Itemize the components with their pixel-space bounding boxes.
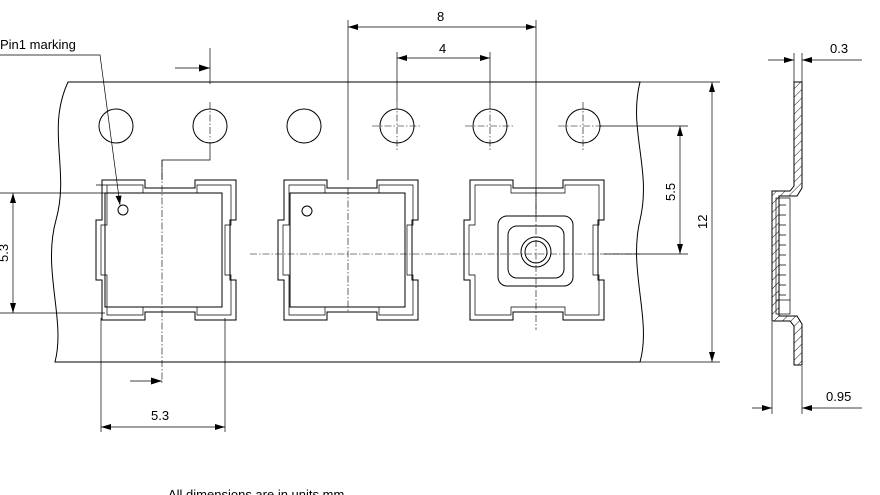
dim-5-3-h-label: 5.3	[151, 408, 169, 423]
feed-markers	[130, 48, 211, 385]
pin1-dot	[301, 205, 313, 217]
dim-5-5: 5.5	[600, 125, 688, 255]
sprocket-hole	[286, 108, 322, 144]
dim-12: 12	[640, 81, 720, 363]
pocket-3	[463, 179, 605, 321]
sprocket-holes	[98, 102, 604, 150]
dim-12-label: 12	[695, 215, 710, 229]
pocket-2	[277, 179, 419, 321]
dim-5-3-v-label: 5.3	[0, 244, 11, 262]
dim-0-3: 0.3	[768, 41, 862, 82]
dim-pitch-4: 4	[396, 41, 491, 102]
sprocket-hole	[98, 108, 134, 144]
pin1-label: Pin1 marking	[0, 37, 76, 52]
pocket-1	[95, 179, 237, 321]
dim-4-label: 4	[439, 41, 446, 56]
pin1-leader: Pin1 marking	[0, 37, 122, 206]
dim-0-3-label: 0.3	[830, 41, 848, 56]
sprocket-hole	[192, 108, 228, 144]
units-note: All dimensions are in units mm	[168, 487, 344, 495]
dim-0-95-label: 0.95	[826, 389, 851, 404]
dim-0-95: 0.95	[752, 322, 862, 414]
tape-side-profile	[771, 81, 803, 366]
pin1-dot	[117, 204, 129, 216]
dim-8-label: 8	[437, 9, 444, 24]
dim-5-5-label: 5.5	[663, 183, 678, 201]
dim-pitch-8: 8	[347, 9, 537, 215]
dim-5-3-vertical: 5.3	[0, 192, 105, 314]
dim-5-3-horizontal: 5.3	[100, 318, 226, 432]
